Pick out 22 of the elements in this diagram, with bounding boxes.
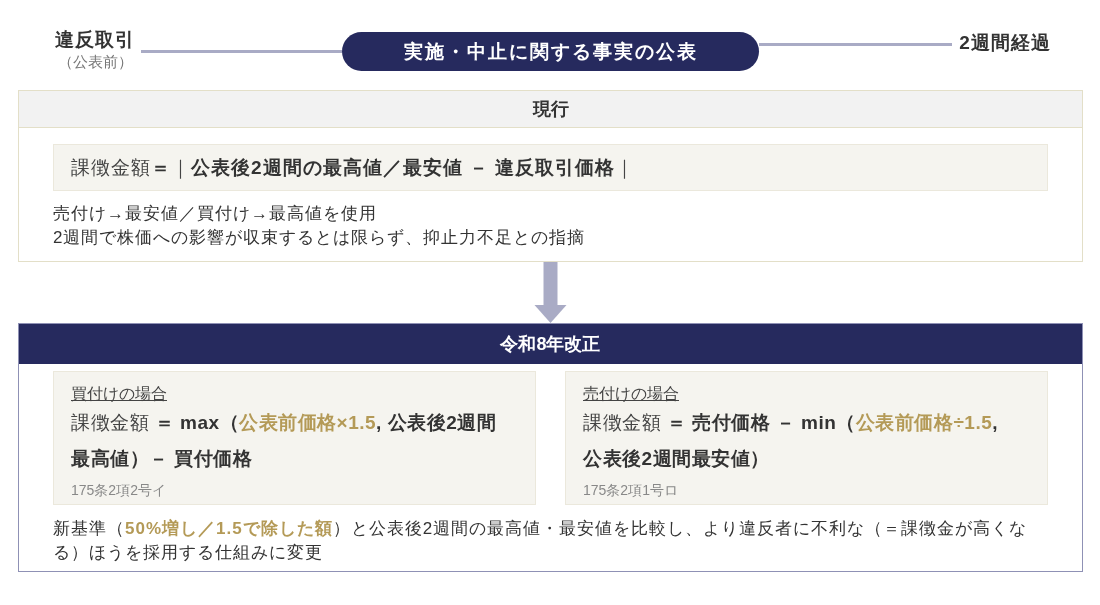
event-pill: 実施・中止に関する事実の公表 [342, 32, 759, 71]
case-card [565, 371, 1048, 505]
timeline-label: 2週間経過 [952, 31, 1058, 57]
case-heading: 売付けの場合 [583, 384, 679, 404]
section-panel [18, 323, 1083, 572]
connector-line [759, 43, 952, 46]
case-heading: 買付けの場合 [71, 384, 167, 404]
note-text: 2週間で株価への影響が収束するとは限らず、抑止力不足との指摘 [53, 227, 586, 249]
panel-header: 令和8年改正 [19, 324, 1082, 364]
formula-text: 課徴金額 ＝ max（公表前価格×1.5, 公表後2週間最高値）－ 買付価格 [71, 411, 498, 471]
note-text: 売付け→最安値／買付け→最高値を使用 [53, 203, 377, 225]
note-text: 新基準（50%増し／1.5で除した額）と公表後2週間の最高値・最安値を比較し、より違反者に不利な（＝課徴金が高くなる）ほうを採用する仕組みに変更 [53, 518, 1029, 564]
article-reference: 175条2項1号ロ [583, 481, 678, 500]
panel-header: 現行 [19, 91, 1082, 128]
formula-text: 課徴金額 ＝ 売付価格 － min（公表前価格÷1.5, 公表後2週間最安値） [583, 411, 1000, 471]
formula-box: 課徴金額＝｜公表後2週間の最高値／最安値 － 違反取引価格｜ [53, 144, 1048, 191]
connector-line [141, 50, 342, 53]
timeline-label: 違反取引 （公表前） [49, 28, 141, 74]
article-reference: 175条2項2号イ [71, 481, 166, 500]
section-panel [18, 90, 1083, 262]
case-card [53, 371, 536, 505]
down-arrow [534, 262, 567, 323]
